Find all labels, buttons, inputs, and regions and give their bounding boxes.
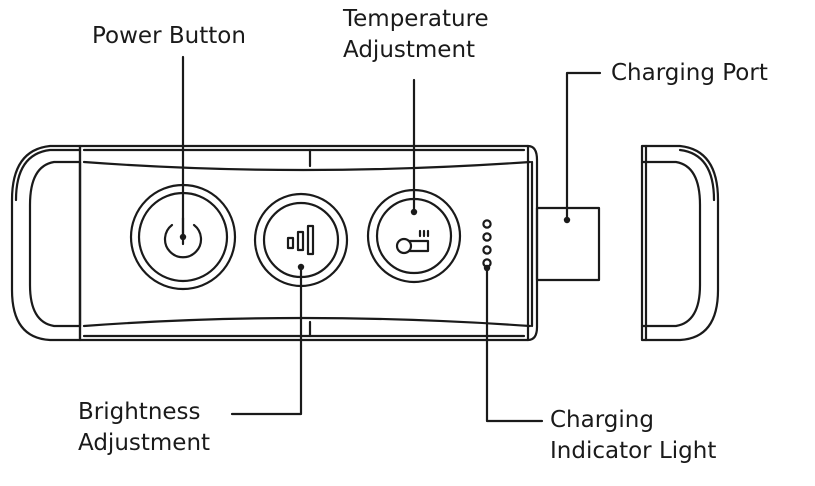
right-end-cap bbox=[640, 144, 720, 342]
leader-lines bbox=[181, 55, 602, 423]
charging-port-label: Charging Port bbox=[611, 60, 768, 86]
brightness-adjustment-label-line1: Brightness bbox=[78, 399, 201, 425]
charging-indicator-lights bbox=[482, 219, 492, 268]
device-body bbox=[78, 144, 539, 342]
brightness-adjustment-label-line2: Adjustment bbox=[78, 430, 211, 456]
charging-indicator-label-line1: Charging bbox=[550, 407, 654, 433]
power-button-label: Power Button bbox=[92, 23, 246, 49]
temperature-adjustment-label-line1: Temperature bbox=[343, 6, 489, 32]
left-end-cap bbox=[10, 144, 82, 342]
charging-indicator-label-line2: Indicator Light bbox=[550, 438, 717, 464]
leader-dots bbox=[179, 208, 571, 272]
thermometer-icon bbox=[395, 229, 430, 255]
temperature-adjustment-label-line2: Adjustment bbox=[343, 37, 476, 63]
brightness-bars-icon bbox=[286, 224, 315, 256]
